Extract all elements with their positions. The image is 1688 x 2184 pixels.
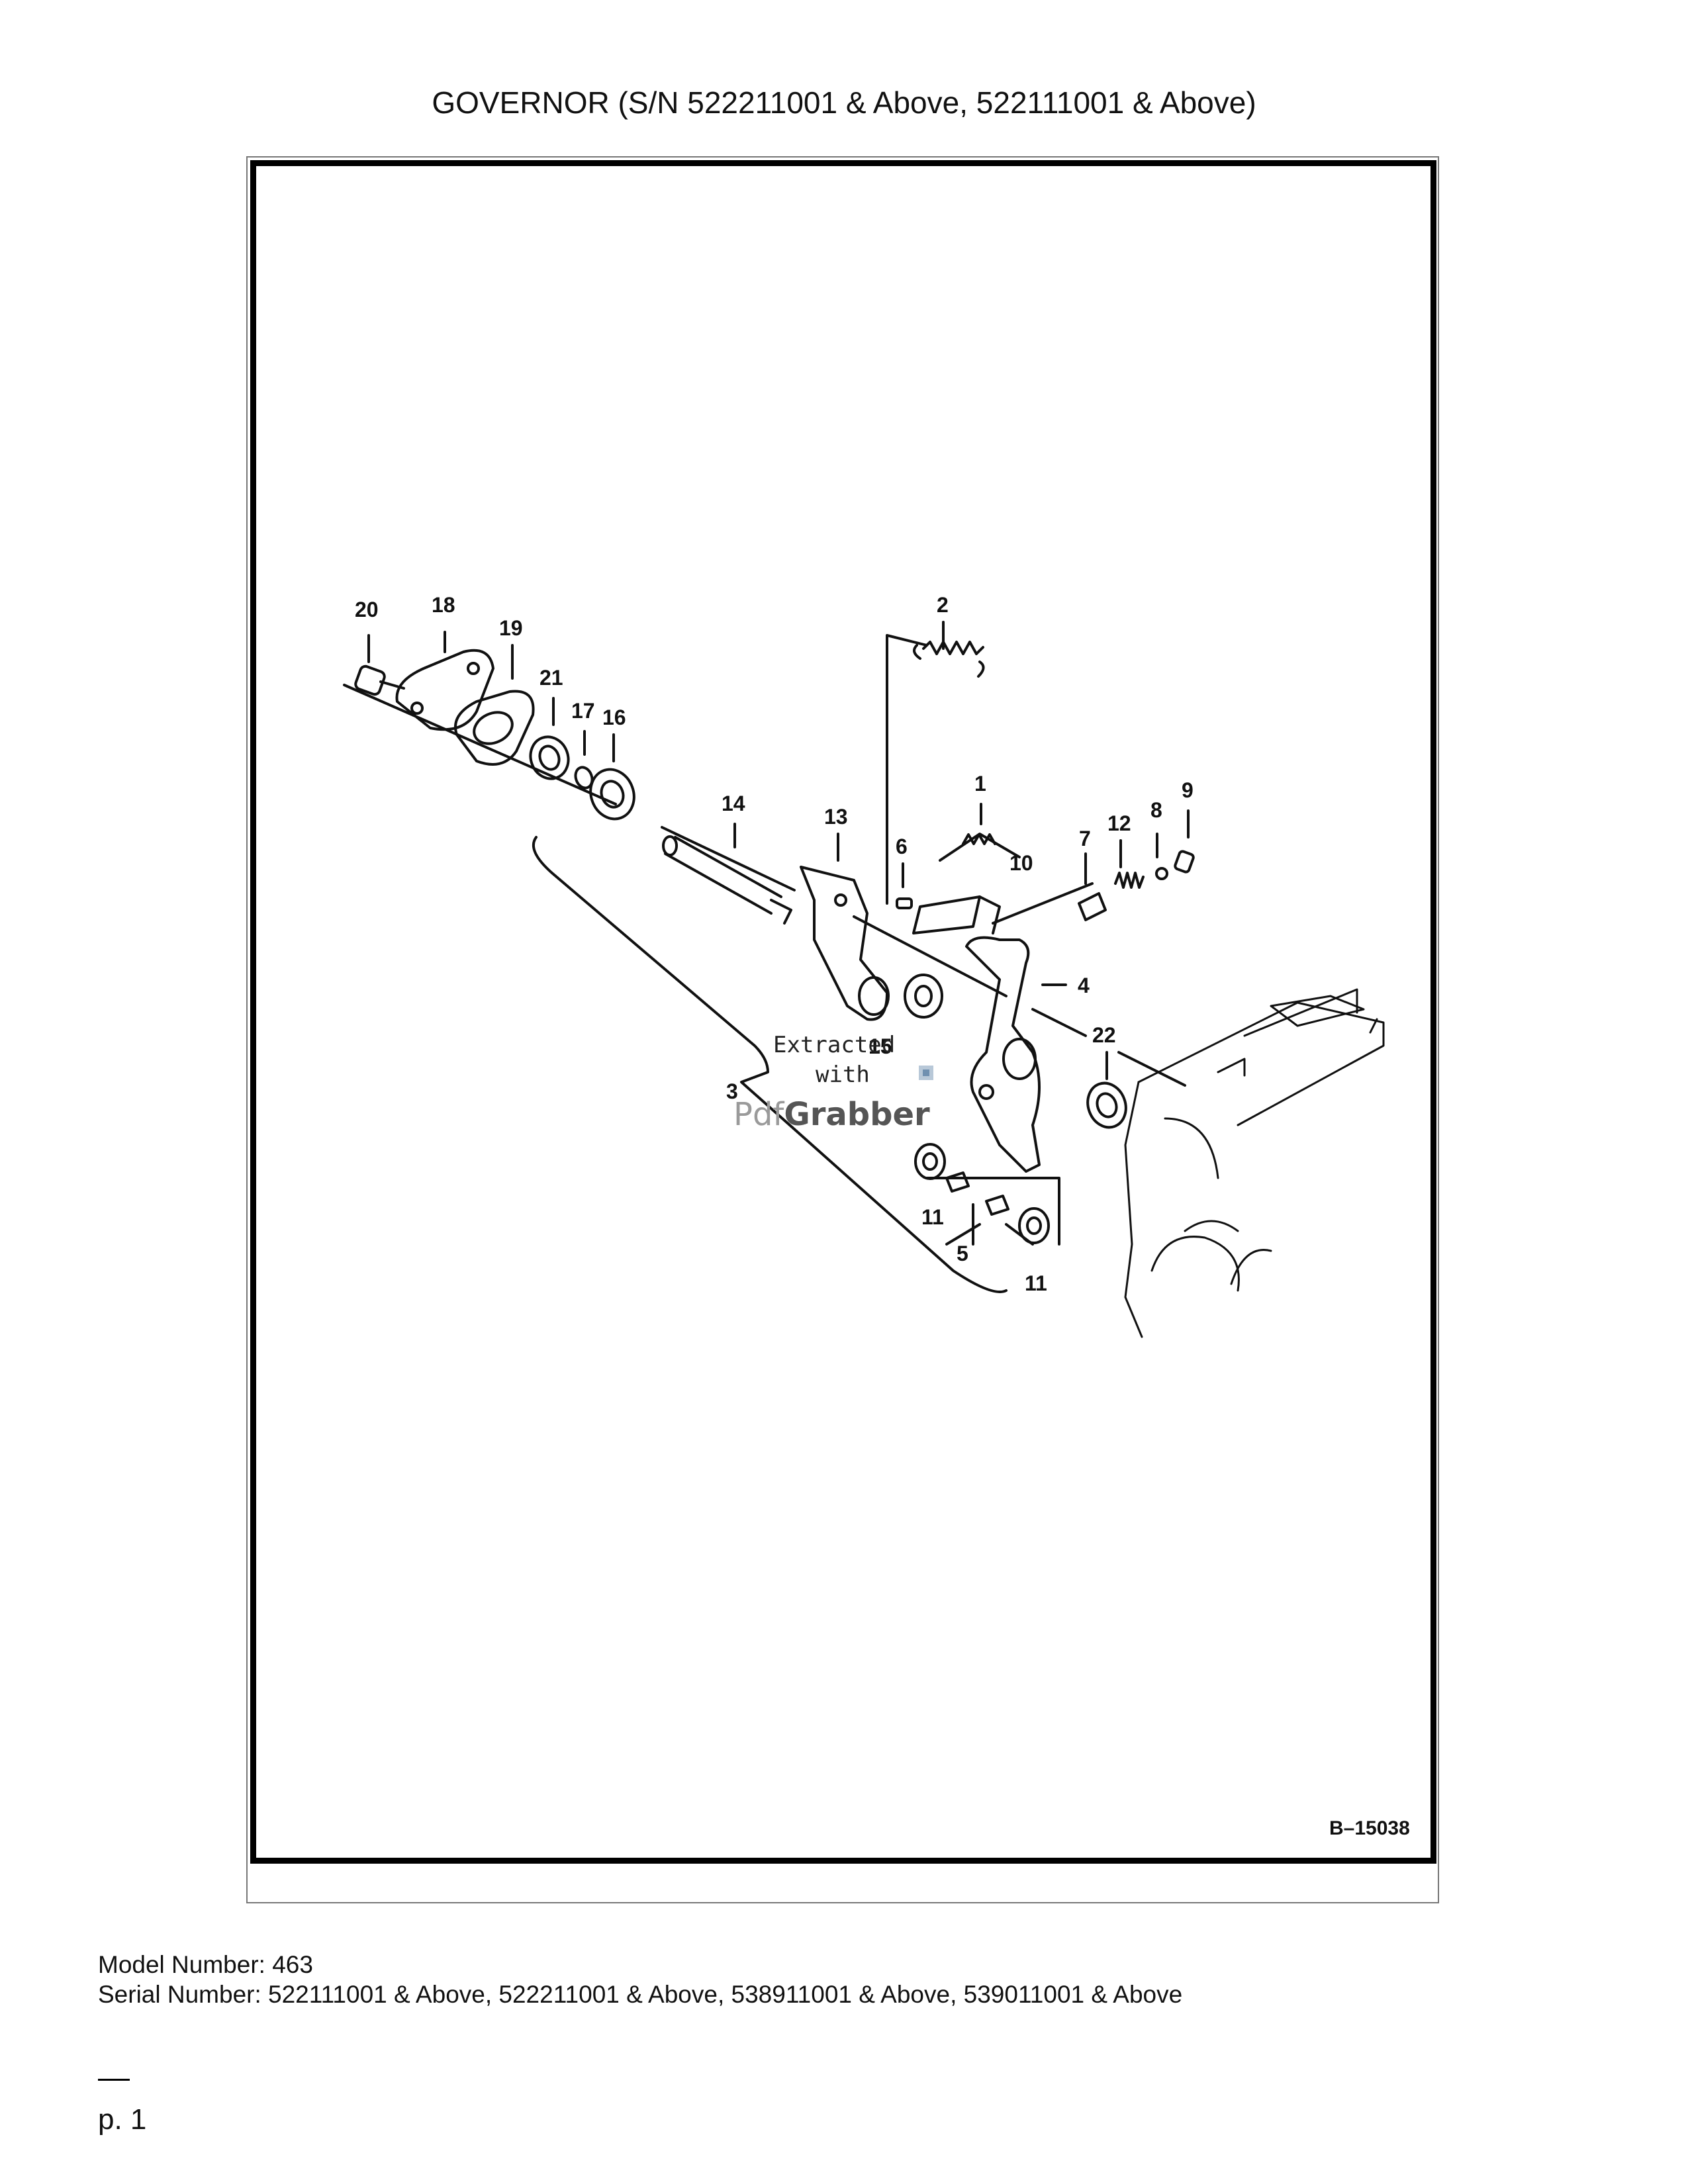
- callout-8: 8: [1150, 798, 1162, 822]
- serial-number: Serial Number: 522111001 & Above, 522211…: [98, 1981, 1183, 2008]
- callout-2: 2: [937, 593, 949, 617]
- bracket-3: [532, 836, 1008, 1293]
- callout-9: 9: [1182, 778, 1194, 802]
- callout-14: 14: [722, 792, 745, 815]
- seal-21: [529, 735, 570, 780]
- figure-code: B–15038: [1329, 1817, 1410, 1839]
- watermark-extracted: Extracted: [773, 1032, 895, 1058]
- callout-12: 12: [1107, 811, 1131, 835]
- watermark-brand: PdfGrabber: [733, 1096, 930, 1133]
- spring-2: [913, 641, 985, 678]
- pin-5: [945, 1171, 1009, 1216]
- callout-21: 21: [539, 666, 563, 690]
- figure-outer-frame: [246, 156, 1439, 1903]
- callout-20: 20: [355, 598, 379, 621]
- callout-22: 22: [1092, 1023, 1116, 1047]
- spring-1: [962, 833, 996, 845]
- callout-3: 3: [726, 1079, 738, 1103]
- watermark-brand-grabber: Grabber: [784, 1096, 930, 1133]
- page-title: GOVERNOR (S/N 522211001 & Above, 5221110…: [432, 85, 1256, 120]
- bearing-22: [1086, 1081, 1127, 1129]
- callout-11-right: 11: [1025, 1271, 1047, 1295]
- callout-15: 15: [868, 1034, 892, 1058]
- bracket-5: [925, 1177, 1060, 1246]
- model-number: Model Number: 463: [98, 1951, 313, 1978]
- shaft-axis-line-right: [992, 882, 1094, 925]
- bushing-11-a: [914, 1143, 946, 1180]
- plug-7: [1078, 892, 1107, 921]
- page-divider: [98, 2079, 130, 2081]
- assembly-axis-line: [343, 684, 1186, 1087]
- callout-leaders: [367, 621, 1190, 1080]
- gasket-19: [454, 690, 535, 766]
- shaft-14: [662, 835, 792, 925]
- callout-10: 10: [1009, 851, 1033, 875]
- callout-6: 6: [896, 835, 908, 858]
- washer-15: [904, 974, 943, 1019]
- watermark-with: with: [816, 1062, 870, 1088]
- callout-7: 7: [1079, 827, 1091, 850]
- bracket-10: [912, 895, 1001, 934]
- spring-12: [1114, 872, 1145, 889]
- governor-lever-4: [965, 936, 1041, 1173]
- callout-4: 4: [1078, 974, 1090, 997]
- engine-housing: [1124, 988, 1385, 1338]
- watermark-logo-icon: [919, 1066, 933, 1080]
- pin-6: [896, 897, 913, 909]
- bolt-20: [354, 664, 405, 696]
- page-number: p. 1: [98, 2103, 147, 2136]
- figure-frame: [250, 160, 1436, 1864]
- callout-19: 19: [499, 616, 523, 640]
- callout-17: 17: [571, 699, 595, 723]
- callout-16: 16: [602, 705, 626, 729]
- callout-1: 1: [974, 772, 986, 796]
- bushing-11-b: [1018, 1207, 1050, 1244]
- ball-8: [1155, 867, 1168, 880]
- bearing-16: [589, 768, 635, 821]
- guide-line-2: [886, 634, 928, 905]
- nut-9: [1174, 850, 1195, 874]
- cover-plate-18: [395, 649, 494, 731]
- lever-13: [800, 866, 890, 1021]
- watermark-brand-pdf: Pdf: [733, 1096, 784, 1133]
- ring-17: [574, 766, 594, 790]
- callout-13: 13: [824, 805, 848, 829]
- callout-11-left: 11: [921, 1205, 944, 1229]
- callout-5: 5: [957, 1242, 968, 1265]
- callout-18: 18: [432, 593, 455, 617]
